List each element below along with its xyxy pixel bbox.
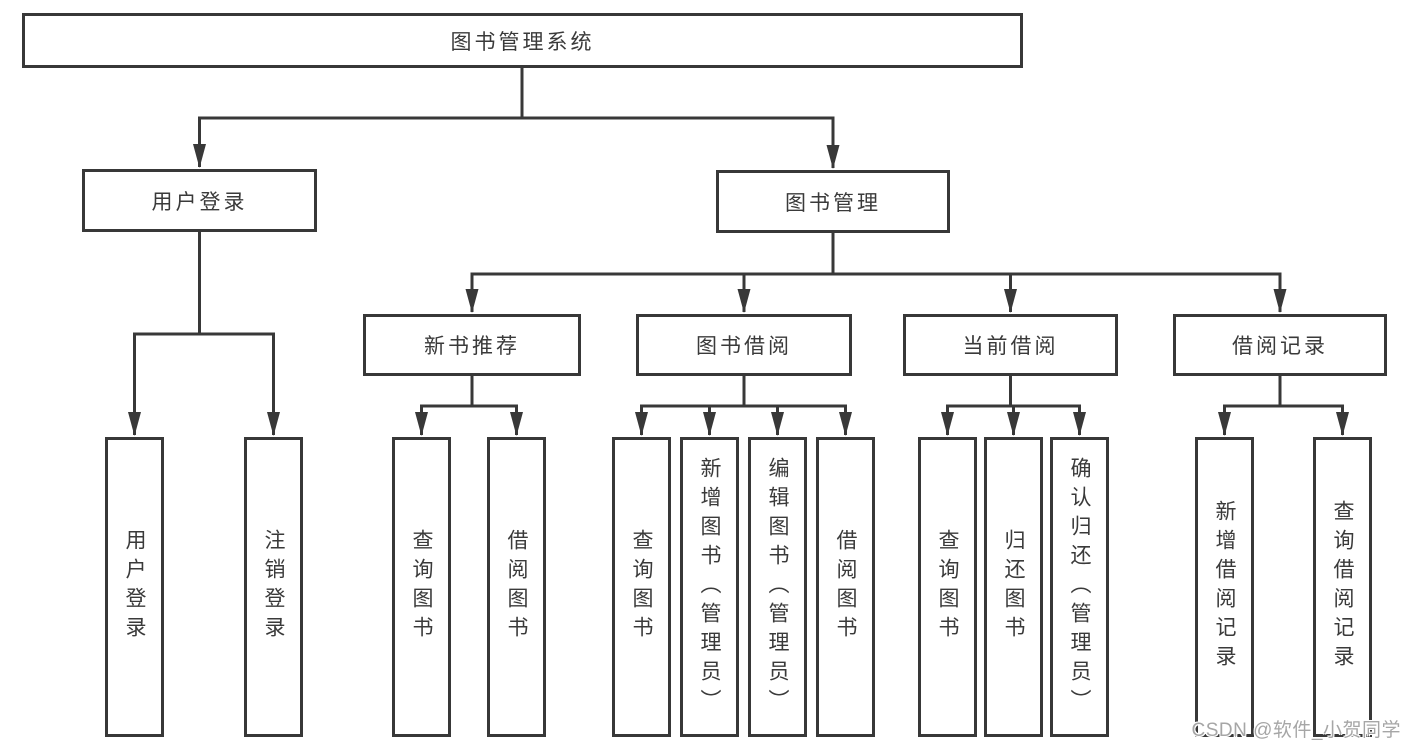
- node-label: 编辑图书（管理员）: [766, 456, 789, 718]
- node-current-borrowing: 当前借阅: [903, 314, 1118, 376]
- node-label: 图书管理: [785, 191, 881, 215]
- node-label: 借阅记录: [1232, 335, 1328, 358]
- node-label: 新书推荐: [424, 335, 520, 358]
- node-label: 归还图书: [1002, 529, 1025, 645]
- node-user-login: 用户登录: [82, 169, 317, 232]
- node-label: 用户登录: [123, 529, 146, 645]
- leaf-logout: 注销登录: [244, 437, 303, 737]
- node-label: 图书管理系统: [450, 30, 595, 54]
- node-label: 查询图书: [936, 529, 959, 645]
- csdn-watermark: CSDN @软件_小贺同学: [1191, 720, 1401, 741]
- leaf-query-books-recommend: 查询图书: [392, 437, 451, 737]
- leaf-user-login: 用户登录: [105, 437, 164, 737]
- leaf-query-books-borrowing: 查询图书: [612, 437, 671, 737]
- node-book-management: 图书管理: [716, 170, 950, 233]
- node-label: 借阅图书: [505, 529, 528, 645]
- connectors: [128, 66, 1349, 436]
- node-label: 图书借阅: [696, 335, 792, 358]
- node-new-book-recommendation: 新书推荐: [363, 314, 581, 376]
- leaf-query-books-current: 查询图书: [918, 437, 977, 737]
- node-label: 借阅图书: [834, 529, 857, 645]
- node-label: 新增借阅记录: [1213, 500, 1236, 674]
- leaf-query-borrow-record: 查询借阅记录: [1313, 437, 1372, 737]
- leaf-borrow-books: 借阅图书: [816, 437, 875, 737]
- node-label: 确认归还（管理员）: [1068, 456, 1091, 718]
- leaf-borrow-books-recommend: 借阅图书: [487, 437, 546, 737]
- node-label: 查询借阅记录: [1331, 500, 1354, 674]
- node-book-borrowing: 图书借阅: [636, 314, 852, 376]
- node-label: 查询图书: [410, 529, 433, 645]
- node-label: 当前借阅: [962, 335, 1059, 358]
- leaf-return-books: 归还图书: [984, 437, 1043, 737]
- node-label: 用户登录: [151, 190, 248, 214]
- node-library-management-system: 图书管理系统: [22, 13, 1023, 68]
- node-label: 新增图书（管理员）: [698, 456, 721, 718]
- node-borrowing-records: 借阅记录: [1173, 314, 1387, 376]
- leaf-add-borrow-record: 新增借阅记录: [1195, 437, 1254, 737]
- leaf-edit-books-admin: 编辑图书（管理员）: [748, 437, 807, 737]
- node-label: 查询图书: [630, 529, 653, 645]
- leaf-confirm-return-admin: 确认归还（管理员）: [1050, 437, 1109, 737]
- node-label: 注销登录: [262, 529, 285, 645]
- leaf-add-books-admin: 新增图书（管理员）: [680, 437, 739, 737]
